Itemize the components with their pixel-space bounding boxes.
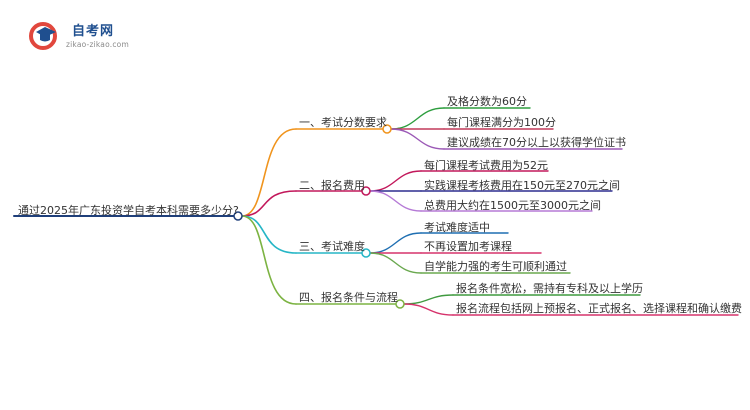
branch-node	[361, 186, 371, 196]
leaf-label: 每门课程满分为100分	[447, 116, 556, 129]
mindmap-nodes	[233, 124, 405, 309]
branch-label-score: 一、考试分数要求	[299, 116, 387, 129]
leaf-connector	[390, 128, 445, 150]
logo-name: 自考网	[72, 24, 115, 39]
leaf-label: 报名条件宽松，需持有专科及以上学历	[456, 282, 643, 295]
leaf-label: 建议成绩在70分以上以获得学位证书	[447, 136, 626, 149]
leaf-connector	[369, 190, 422, 212]
leaf-connector	[369, 232, 422, 254]
leaf-connector	[369, 170, 422, 192]
branch-connector	[241, 215, 297, 254]
branch-node	[382, 124, 392, 134]
leaf-connector	[390, 107, 445, 130]
leaf-label: 每门课程考试费用为52元	[424, 159, 548, 172]
leaf-label: 报名流程包括网上预报名、正式报名、选择课程和确认缴费	[456, 302, 742, 315]
leaf-label: 实践课程考核费用在150元至270元之间	[424, 179, 620, 192]
branch-label-difficulty: 三、考试难度	[299, 240, 365, 253]
branch-connector	[241, 215, 297, 305]
root-topic-label: 通过2025年广东投资学自考本科需要多少分?	[18, 204, 239, 217]
branch-connector	[241, 128, 297, 217]
branch-connector	[241, 190, 297, 217]
leaf-label: 自学能力强的考生可顺利通过	[424, 260, 567, 273]
leaf-label: 考试难度适中	[424, 221, 490, 234]
leaf-connector	[403, 294, 454, 305]
mindmap-edges	[13, 107, 739, 316]
branch-label-fees: 二、报名费用	[299, 179, 365, 192]
root-node	[233, 211, 243, 221]
leaf-label: 总费用大约在1500元至3000元之间	[424, 199, 601, 212]
site-logo: 自考网 zikao-zikao.com	[28, 18, 148, 54]
leaf-label: 不再设置加考课程	[424, 240, 512, 253]
leaf-connector	[369, 252, 422, 274]
leaf-connector	[403, 303, 454, 316]
leaf-label: 及格分数为60分	[447, 95, 527, 108]
branch-label-requirements: 四、报名条件与流程	[299, 291, 398, 304]
logo-url: zikao-zikao.com	[66, 40, 129, 49]
graduation-cap-icon	[29, 22, 57, 50]
branch-node	[395, 299, 405, 309]
branch-node	[361, 248, 371, 258]
